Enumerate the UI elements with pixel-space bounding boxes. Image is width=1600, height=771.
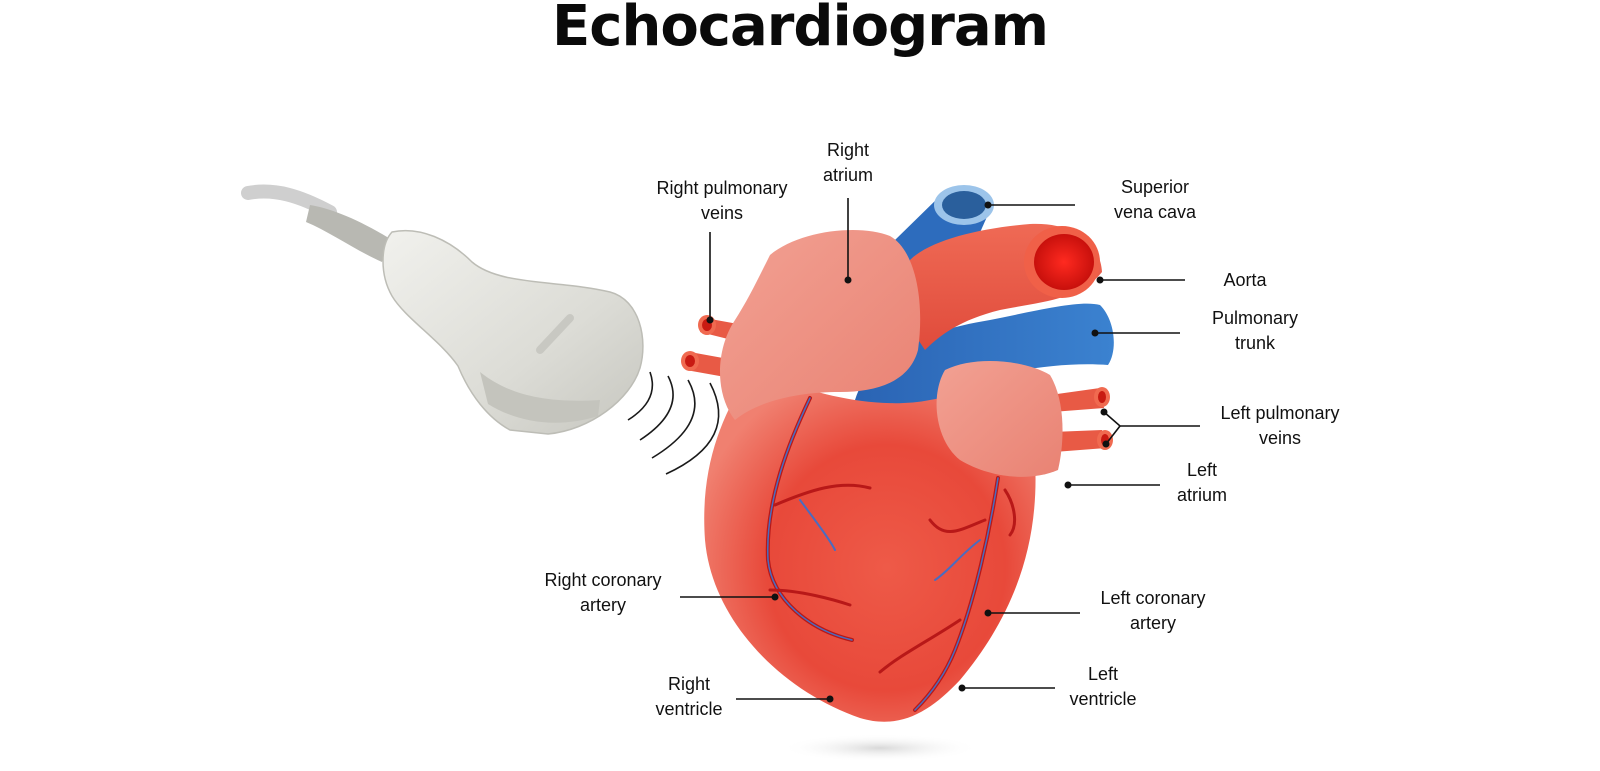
label-right-atrium: Right atrium: [810, 138, 886, 188]
label-right-ventricle: Right ventricle: [646, 672, 732, 722]
label-line: vena cava: [1105, 200, 1205, 225]
label-line: Superior: [1105, 175, 1205, 200]
label-line: veins: [646, 201, 798, 226]
label-left-atrium: Left atrium: [1162, 458, 1242, 508]
label-left-pulmonary-veins: Left pulmonary veins: [1210, 401, 1350, 451]
ultrasound-probe-icon: [248, 192, 643, 434]
label-line: Left pulmonary: [1210, 401, 1350, 426]
label-line: Right: [646, 672, 732, 697]
label-line: Left: [1162, 458, 1242, 483]
label-line: Right coronary: [530, 568, 676, 593]
label-line: trunk: [1200, 331, 1310, 356]
label-pulmonary-trunk: Pulmonary trunk: [1200, 306, 1310, 356]
label-line: Left coronary: [1080, 586, 1226, 611]
label-left-coronary-artery: Left coronary artery: [1080, 586, 1226, 636]
label-line: artery: [530, 593, 676, 618]
label-left-ventricle: Left ventricle: [1060, 662, 1146, 712]
label-line: atrium: [1162, 483, 1242, 508]
label-line: atrium: [810, 163, 886, 188]
label-line: ventricle: [1060, 687, 1146, 712]
label-line: Pulmonary: [1200, 306, 1310, 331]
label-line: Aorta: [1210, 268, 1280, 293]
label-aorta: Aorta: [1210, 268, 1280, 293]
label-line: veins: [1210, 426, 1350, 451]
label-line: Right pulmonary: [646, 176, 798, 201]
heart-illustration-icon: [681, 185, 1114, 762]
ultrasound-waves-icon: [628, 372, 719, 474]
label-superior-vena-cava: Superior vena cava: [1105, 175, 1205, 225]
label-right-coronary-artery: Right coronary artery: [530, 568, 676, 618]
label-line: ventricle: [646, 697, 732, 722]
label-right-pulmonary-veins: Right pulmonary veins: [646, 176, 798, 226]
label-line: artery: [1080, 611, 1226, 636]
label-line: Right: [810, 138, 886, 163]
label-line: Left: [1060, 662, 1146, 687]
